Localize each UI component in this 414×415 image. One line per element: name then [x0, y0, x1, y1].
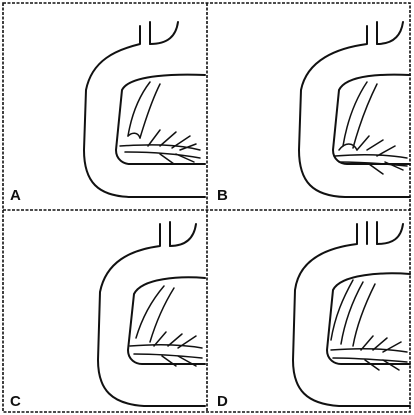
panel-d: D	[217, 222, 410, 410]
panel-c: C	[10, 222, 205, 410]
panel-a: A	[10, 22, 205, 204]
duodenum-outline	[293, 222, 410, 406]
duodenum-outline	[84, 22, 205, 197]
duct-system	[120, 82, 200, 164]
duodenum-outline	[98, 222, 205, 406]
duct-system	[335, 82, 407, 174]
panel-label: C	[10, 393, 21, 410]
panel-label: B	[217, 187, 228, 204]
duct-system	[130, 286, 202, 366]
duodenum-outline	[299, 22, 410, 197]
duct-system	[331, 280, 407, 370]
panel-b: B	[217, 22, 410, 204]
panel-label: A	[10, 187, 21, 204]
panel-label: D	[217, 393, 228, 410]
